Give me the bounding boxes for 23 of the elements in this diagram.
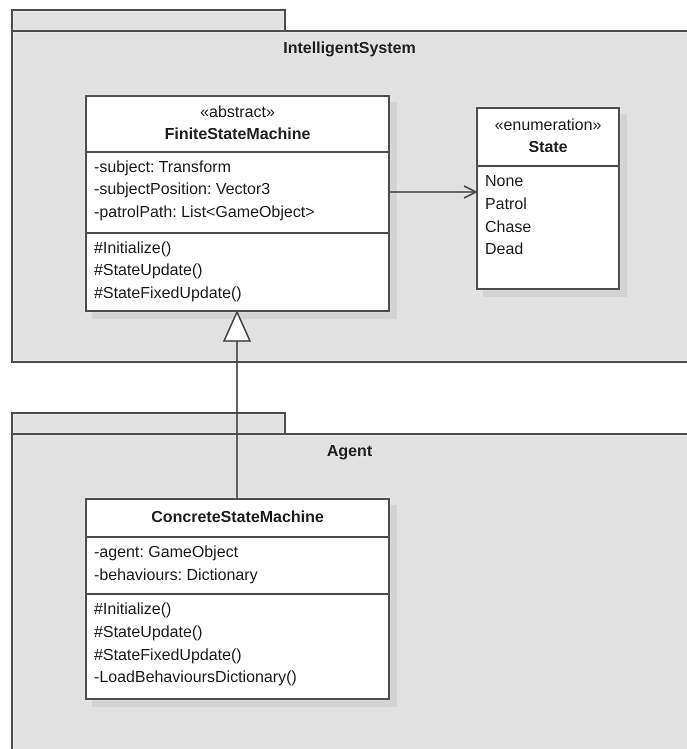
member-text: Dead [485, 240, 524, 260]
stereotype-label: «enumeration» [494, 116, 602, 136]
member-text: #StateFixedUpdate() [94, 646, 242, 666]
class-name: ConcreteStateMachine [151, 508, 324, 528]
member-text: -LoadBehavioursDictionary() [94, 668, 297, 688]
member-text: Chase [485, 218, 532, 238]
member-text: None [485, 172, 524, 192]
member-text: -agent: GameObject [94, 543, 238, 563]
class-name: State [528, 138, 568, 158]
member-text: -subjectPosition: Vector3 [94, 180, 270, 200]
member-text: #StateFixedUpdate() [94, 284, 242, 304]
member-text: #Initialize() [94, 238, 172, 259]
stereotype-label: «abstract» [200, 102, 275, 123]
member-text: #Initialize() [94, 600, 172, 620]
member-text: -behaviours: Dictionary [94, 566, 258, 586]
member-text: #StateUpdate() [94, 622, 203, 643]
member-text: #StateUpdate() [94, 261, 203, 282]
package-name: Agent [326, 443, 374, 461]
member-text: Patrol [485, 194, 527, 215]
class-name: FiniteStateMachine [164, 124, 310, 145]
member-text: -patrolPath: List<GameObject> [94, 203, 315, 224]
package-name: IntelligentSystem [282, 40, 417, 58]
member-text: -subject: Transform [94, 158, 231, 178]
